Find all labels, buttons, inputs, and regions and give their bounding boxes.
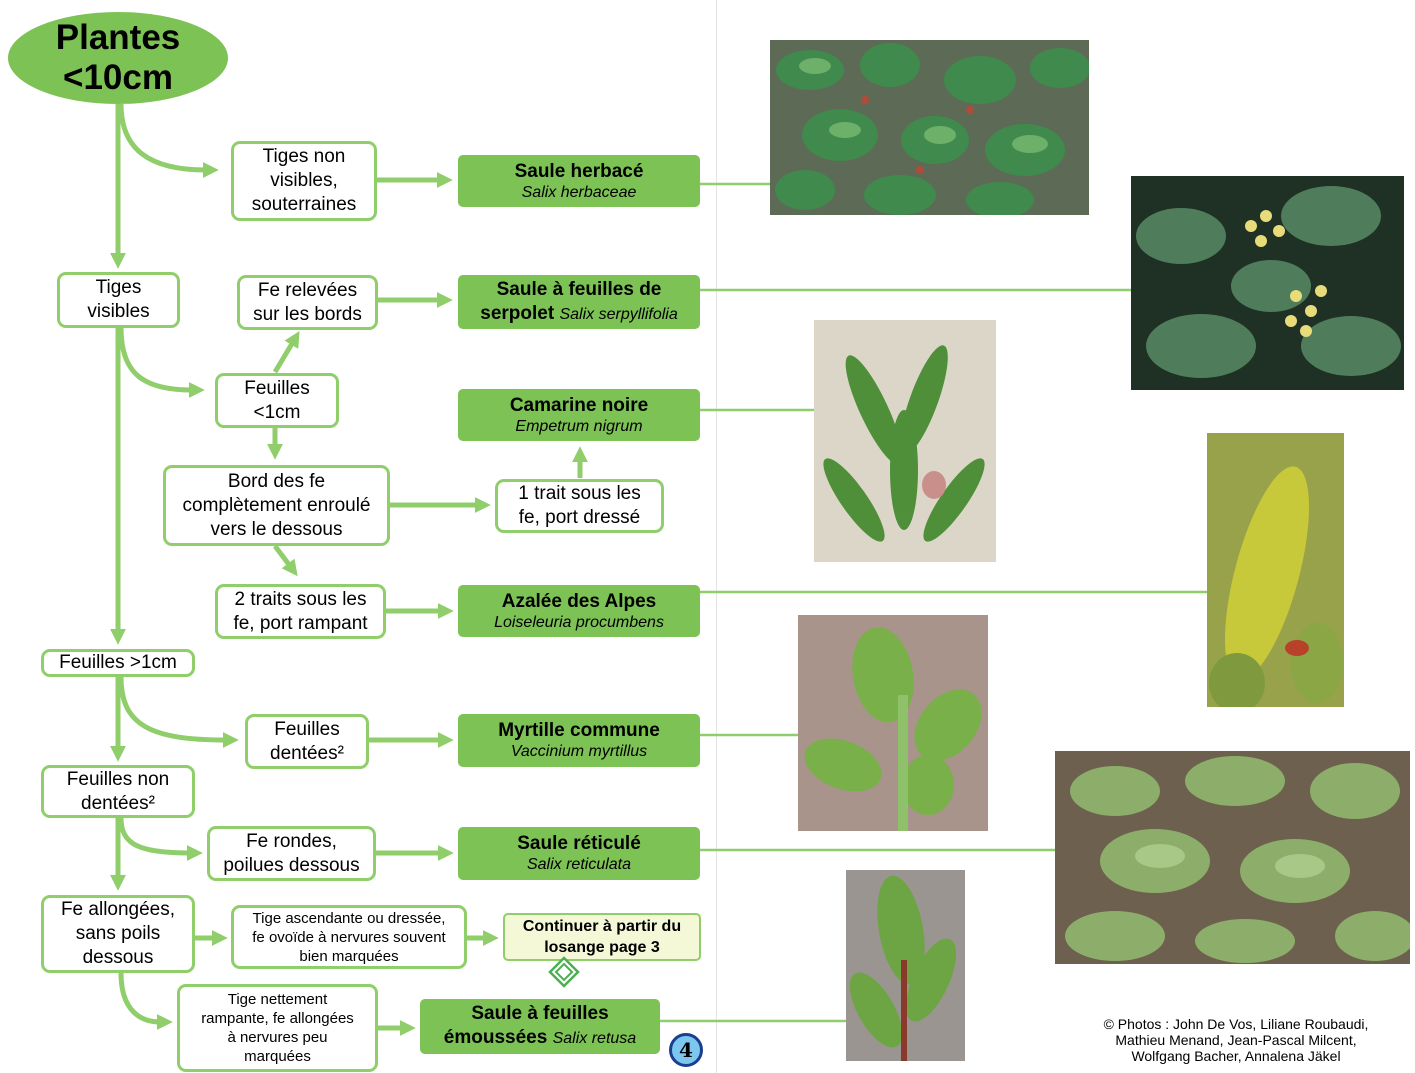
node-bord-enroule: Bord des fe complètement enroulé vers le… [163, 465, 390, 546]
species-camarine: Camarine noire Empetrum nigrum [458, 389, 700, 441]
node-fe-allongees: Fe allongées, sans poils dessous [41, 895, 195, 973]
photo-credits: © Photos : John De Vos, Liliane Roubaudi… [1103, 1016, 1369, 1064]
species-azalee: Azalée des Alpes Loiseleuria procumbens [458, 585, 700, 637]
node-tiges-visibles: Tiges visibles [57, 272, 180, 328]
node-tige-rampante: Tige nettement rampante, fe allongées à … [177, 984, 378, 1072]
species-latin: Vaccinium myrtillus [510, 743, 648, 760]
page-divider [716, 0, 717, 1073]
arrow-feuilles-gt1-to-dentees [118, 676, 239, 748]
node-tige-ascendante: Tige ascendante ou dressée, fe ovoïde à … [231, 905, 467, 969]
node-deux-traits: 2 traits sous les fe, port rampant [215, 584, 386, 639]
species-name-line2: émoussées Salix retusa [444, 1026, 636, 1051]
species-name: Saule réticulé [517, 833, 641, 854]
species-name: Saule à feuilles [471, 1003, 609, 1024]
species-name: Camarine noire [509, 394, 649, 416]
photo-myrtille [798, 615, 988, 831]
node-fe-relevees: Fe relevées sur les bords [237, 275, 378, 330]
node-feuilles-gt1: Feuilles >1cm [41, 649, 195, 677]
photo-saule-serpolet [1131, 176, 1404, 390]
node-un-trait: 1 trait sous les fe, port dressé [495, 479, 664, 533]
arrow-bord-to-deux-traits [273, 544, 298, 577]
species-latin: Salix retusa [552, 1030, 637, 1047]
node-feuilles-dentees: Feuilles dentées² [245, 714, 369, 769]
species-latin: Salix herbaceae [521, 183, 637, 201]
species-name-part: émoussées [443, 1027, 548, 1048]
species-latin: Salix reticulata [526, 856, 632, 873]
node-feuilles-lt1: Feuilles <1cm [215, 373, 339, 428]
arrow-non-dentees-to-rondes [118, 817, 203, 861]
continue-box: Continuer à partir du losange page 3 [503, 913, 701, 961]
photo-saule-herbace [770, 40, 1089, 215]
node-fe-rondes: Fe rondes, poilues dessous [207, 826, 376, 881]
arrow-allongees-to-rampante [118, 972, 173, 1030]
species-name: Myrtille commune [498, 720, 660, 741]
arrow-root-to-tiges-non-visibles [118, 103, 219, 178]
root-node: Plantes <10cm [8, 12, 228, 104]
species-name: Saule à feuilles de [496, 278, 662, 300]
photo-azalee [1207, 433, 1344, 707]
node-tiges-non-visibles: Tiges non visibles, souterraines [231, 141, 377, 221]
species-latin: Loiseleuria procumbens [494, 613, 664, 631]
species-name-line2: serpolet Salix serpyllifolia [480, 302, 677, 327]
photo-camarine [814, 320, 996, 562]
species-latin: Salix serpyllifolia [559, 305, 678, 323]
species-myrtille: Myrtille commune Vaccinium myrtillus [458, 714, 700, 767]
species-saule-herbace: Saule herbacé Salix herbaceae [458, 155, 700, 207]
photo-saule-reticule [1055, 751, 1410, 964]
species-saule-serpolet: Saule à feuilles de serpolet Salix serpy… [458, 275, 700, 329]
diamond-icon [548, 956, 580, 988]
arrow-tiges-visibles-to-feuilles-lt1 [118, 327, 205, 398]
species-name-part: serpolet [480, 302, 555, 324]
arrow-feuilles-lt1-to-relevees [272, 331, 300, 374]
species-name: Saule herbacé [514, 160, 644, 182]
species-saule-emousse: Saule à feuilles émoussées Salix retusa [420, 999, 660, 1054]
species-saule-reticule: Saule réticulé Salix reticulata [458, 827, 700, 880]
node-feuilles-non-dentees: Feuilles non dentées² [41, 765, 195, 818]
species-latin: Empetrum nigrum [515, 417, 643, 435]
page-number: 4 [669, 1033, 703, 1067]
photo-saule-emousse [846, 870, 965, 1061]
species-name: Azalée des Alpes [501, 590, 657, 612]
